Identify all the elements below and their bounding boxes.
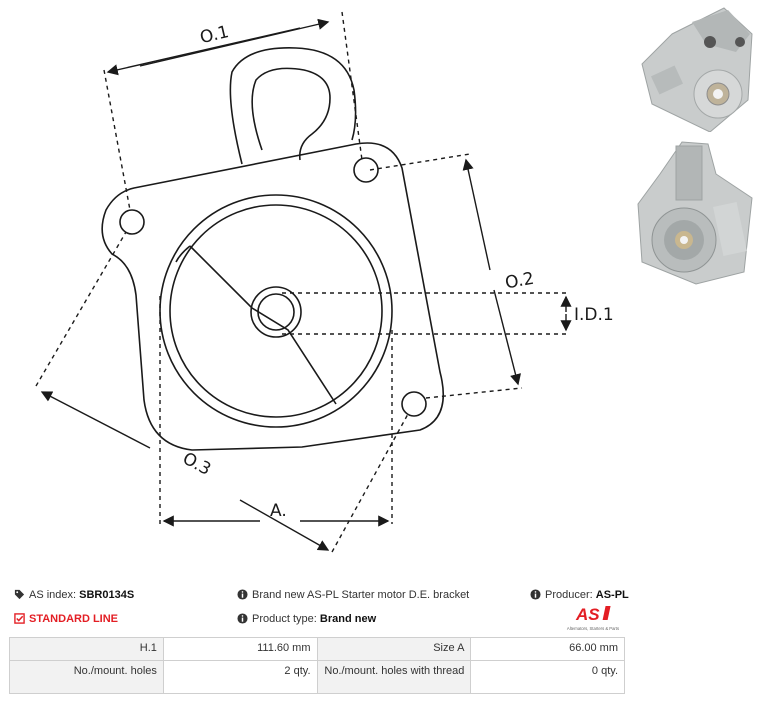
spec-value: 2 qty. xyxy=(162,660,318,694)
spec-label: Size A xyxy=(316,637,472,661)
label-o1: O.1 xyxy=(198,22,231,48)
label-o2: O.2 xyxy=(504,269,536,294)
mount-hole-top xyxy=(353,157,379,183)
pilot-ring-outer xyxy=(159,194,393,428)
cutout-segment xyxy=(189,245,337,405)
pilot-ring-inner xyxy=(169,204,383,418)
info-icon xyxy=(237,589,248,600)
spec-value: 66.00 mm xyxy=(470,637,625,661)
description: Brand new AS-PL Starter motor D.E. brack… xyxy=(237,588,469,602)
product-photo-back xyxy=(632,134,766,286)
as-index: AS index: SBR0134S xyxy=(14,588,134,602)
label-a: A. xyxy=(270,501,287,521)
spec-value: 0 qty. xyxy=(470,660,625,694)
producer: Producer: AS-PL xyxy=(530,588,629,602)
bushing-outer xyxy=(250,286,302,338)
tags-icon xyxy=(14,589,25,600)
table-row: No./mount. holes 2 qty. No./mount. holes… xyxy=(9,660,625,694)
as-index-value: SBR0134S xyxy=(79,589,135,601)
product-type-value: Brand new xyxy=(319,613,377,625)
mount-hole-bottom xyxy=(401,391,427,417)
specs-table: H.1 111.60 mm Size A 66.00 mm No./mount.… xyxy=(9,637,625,694)
product-type-label: Product type: xyxy=(252,613,317,625)
technical-drawing: O.1 O.2 O.3 A. I.D.1 xyxy=(35,11,614,553)
table-row: H.1 111.60 mm Size A 66.00 mm xyxy=(9,637,625,661)
as-pl-logo: AS Alternators, Starters & Parts xyxy=(567,605,619,631)
logo-tagline: Alternators, Starters & Parts xyxy=(567,626,619,631)
info-icon xyxy=(530,589,541,600)
standard-line: STANDARD LINE xyxy=(14,612,118,626)
product-type: Product type: Brand new xyxy=(237,612,376,626)
standard-line-text: STANDARD LINE xyxy=(29,613,119,625)
logo-mark: AS xyxy=(575,605,600,624)
flange-outline xyxy=(101,142,444,451)
mount-hole-left xyxy=(119,209,145,235)
info-icon xyxy=(237,613,248,624)
check-square-icon xyxy=(14,613,25,624)
as-index-label: AS index: xyxy=(29,589,77,601)
spec-label: No./mount. holes xyxy=(9,660,164,694)
description-text: Brand new AS-PL Starter motor D.E. brack… xyxy=(252,589,470,601)
label-o3: O.3 xyxy=(179,449,214,480)
producer-value: AS-PL xyxy=(595,589,629,601)
spec-label: H.1 xyxy=(9,637,164,661)
label-id1: I.D.1 xyxy=(574,305,614,325)
spec-value: 111.60 mm xyxy=(162,637,318,661)
bushing-inner xyxy=(257,293,295,331)
spec-label: No./mount. holes with thread xyxy=(316,660,472,694)
cutout-edge xyxy=(175,245,191,263)
top-lug xyxy=(229,47,357,165)
top-lug-inner xyxy=(251,67,331,161)
product-photo-front xyxy=(632,4,766,132)
producer-label: Producer: xyxy=(545,589,593,601)
